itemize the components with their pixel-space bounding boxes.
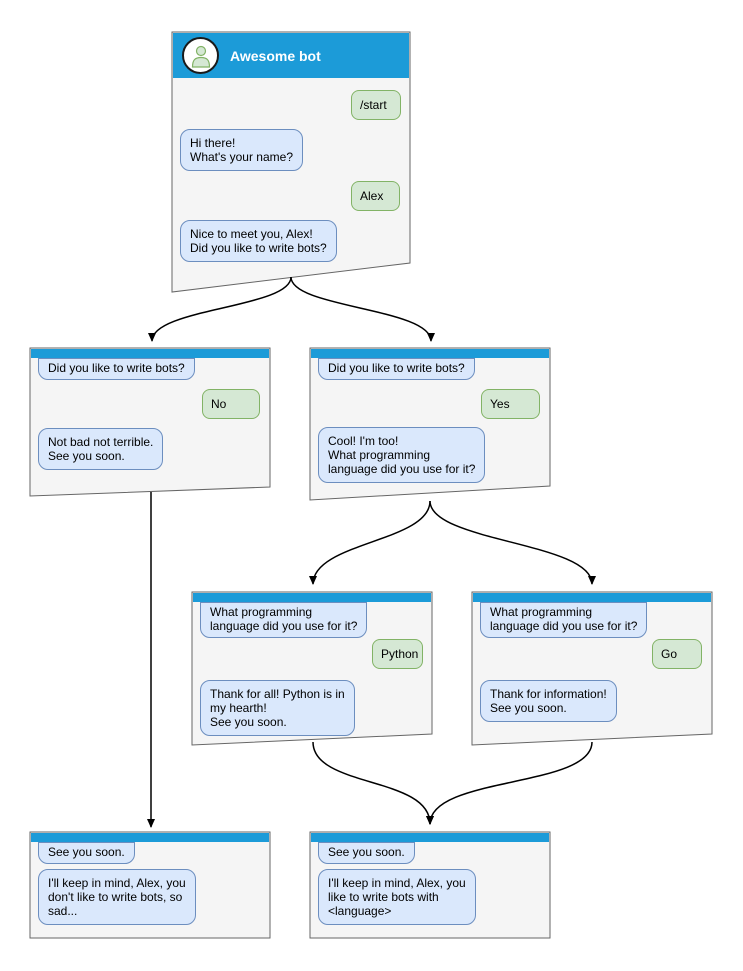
window-title: Awesome bot — [230, 47, 321, 64]
header-strip-end-yes — [311, 833, 549, 842]
avatar — [182, 37, 219, 74]
bot-message-bubble: Hi there! What's your name? — [180, 129, 304, 171]
header-strip-python — [193, 593, 431, 602]
header-strip-go — [473, 593, 711, 602]
edge-go-to-end — [426, 741, 593, 825]
bot-message-bubble: Thank for information! See you soon. — [480, 680, 617, 722]
edge-python-to-end — [312, 741, 434, 825]
bot-message-bubble: Thank for all! Python is in my hearth! S… — [200, 680, 355, 736]
bot-message-bubble: I'll keep in mind, Alex, you like to wri… — [318, 869, 476, 925]
main-window-header: Awesome bot — [173, 33, 409, 78]
header-strip-yes — [311, 349, 549, 358]
bot-message-bubble: Not bad not terrible. See you soon. — [38, 428, 164, 470]
bot-message-bubble: See you soon. — [318, 842, 415, 864]
bot-message-bubble: See you soon. — [38, 842, 135, 864]
user-message-bubble: Python — [372, 639, 423, 669]
bot-message-bubble: Did you like to write bots? — [318, 358, 475, 380]
header-strip-end-no — [31, 833, 269, 842]
user-message-bubble: Alex — [351, 181, 400, 211]
edge-main-to-no — [148, 276, 292, 342]
header-strip-no — [31, 349, 269, 358]
edge-yes-to-python — [309, 500, 431, 585]
bot-message-bubble: Nice to meet you, Alex! Did you like to … — [180, 220, 337, 262]
user-message-bubble: No — [202, 389, 260, 419]
edge-main-to-yes — [290, 276, 435, 342]
user-message-bubble: Yes — [481, 389, 540, 419]
bot-message-bubble: Cool! I'm too! What programming language… — [318, 427, 486, 483]
bot-message-bubble: What programming language did you use fo… — [200, 602, 368, 638]
user-message-bubble: Go — [652, 639, 702, 669]
edge-yes-to-go — [429, 500, 596, 585]
bot-message-bubble: I'll keep in mind, Alex, you don't like … — [38, 869, 196, 925]
user-message-bubble: /start — [351, 90, 401, 120]
bot-message-bubble: What programming language did you use fo… — [480, 602, 648, 638]
bot-message-bubble: Did you like to write bots? — [38, 358, 195, 380]
person-icon — [191, 45, 210, 68]
